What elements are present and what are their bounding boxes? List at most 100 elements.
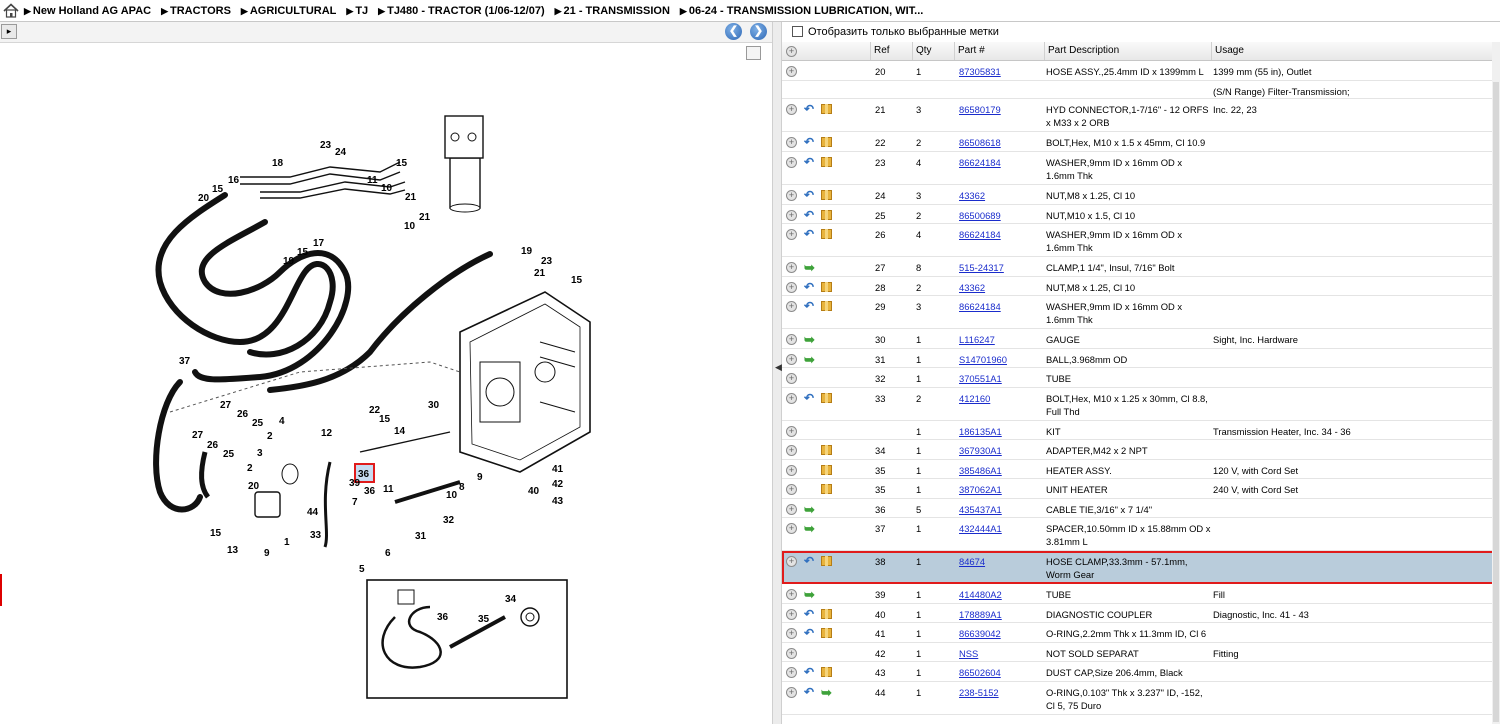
add-to-cart-icon[interactable]: +: [786, 190, 797, 201]
package-icon[interactable]: [821, 190, 832, 200]
package-icon[interactable]: [821, 609, 832, 619]
package-icon[interactable]: [821, 137, 832, 147]
package-icon[interactable]: [821, 465, 832, 475]
breadcrumb-item[interactable]: ▶TRACTORS: [161, 5, 231, 17]
callout-label[interactable]: 1: [284, 537, 290, 548]
callout-label[interactable]: 33: [310, 530, 322, 541]
callout-label[interactable]: 21: [419, 212, 431, 223]
callout-label[interactable]: 27: [220, 400, 232, 411]
callout-label[interactable]: 43: [552, 496, 564, 507]
callout-label[interactable]: 19: [283, 256, 295, 267]
package-icon[interactable]: [821, 210, 832, 220]
part-number-link[interactable]: 412160: [959, 393, 991, 404]
callout-label[interactable]: 7: [352, 497, 358, 508]
callout-label[interactable]: 5: [359, 564, 365, 575]
vertical-scrollbar[interactable]: [1492, 42, 1500, 724]
callout-label[interactable]: 16: [228, 175, 240, 186]
add-to-cart-icon[interactable]: +: [786, 157, 797, 168]
callout-label[interactable]: 42: [552, 479, 564, 490]
replacement-icon[interactable]: ↶: [804, 102, 815, 116]
callout-label[interactable]: 41: [552, 464, 564, 475]
part-number-link[interactable]: 186135A1: [959, 426, 1002, 437]
add-to-cart-icon[interactable]: +: [786, 484, 797, 495]
add-to-cart-icon[interactable]: +: [786, 589, 797, 600]
part-number-link[interactable]: 86639042: [959, 628, 1001, 639]
part-number-link[interactable]: 370551A1: [959, 373, 1002, 384]
part-number-link[interactable]: 87305831: [959, 66, 1001, 77]
callout-label[interactable]: 15: [396, 158, 408, 169]
forward-arrow-icon[interactable]: ➥: [804, 502, 815, 517]
callout-label[interactable]: 11: [367, 175, 378, 186]
package-icon[interactable]: [821, 445, 832, 455]
breadcrumb-item[interactable]: ▶New Holland AG APAC: [24, 5, 151, 17]
package-icon[interactable]: [821, 556, 832, 566]
part-number-link[interactable]: 432444A1: [959, 523, 1002, 534]
callout-label[interactable]: 15: [297, 247, 309, 258]
replacement-icon[interactable]: ↶: [804, 135, 815, 149]
add-to-cart-icon[interactable]: +: [786, 334, 797, 345]
package-icon[interactable]: [821, 628, 832, 638]
part-number-link[interactable]: 515-24317: [959, 262, 1004, 273]
part-number-link[interactable]: 86580179: [959, 104, 1001, 115]
callout-label[interactable]: 20: [198, 193, 210, 204]
callout-label[interactable]: 2: [247, 463, 253, 474]
forward-arrow-icon[interactable]: ➥: [804, 260, 815, 275]
column-header-usage[interactable]: Usage: [1211, 42, 1492, 60]
replacement-icon[interactable]: ↶: [804, 665, 815, 679]
maximize-button[interactable]: [746, 46, 761, 60]
add-to-cart-icon[interactable]: +: [786, 104, 797, 115]
callout-label[interactable]: 36: [437, 612, 449, 623]
show-selected-only-label[interactable]: Отобразить только выбранные метки: [808, 26, 999, 38]
callout-label[interactable]: 2: [267, 431, 273, 442]
add-to-cart-icon[interactable]: +: [786, 354, 797, 365]
exploded-parts-diagram[interactable]: 2324181516201115102110211915171923211537…: [0, 42, 772, 724]
forward-arrow-icon[interactable]: ➥: [804, 521, 815, 536]
add-to-cart-icon[interactable]: +: [786, 301, 797, 312]
package-icon[interactable]: [821, 104, 832, 114]
add-to-cart-icon[interactable]: +: [786, 373, 797, 384]
callout-label[interactable]: 23: [320, 140, 332, 151]
part-number-link[interactable]: 387062A1: [959, 484, 1002, 495]
package-icon[interactable]: [821, 667, 832, 677]
breadcrumb-item[interactable]: ▶AGRICULTURAL: [241, 5, 336, 17]
column-header-description[interactable]: Part Description: [1044, 42, 1211, 60]
replacement-icon[interactable]: ↶: [804, 626, 815, 640]
callout-label[interactable]: 44: [307, 507, 319, 518]
add-to-cart-icon[interactable]: +: [786, 465, 797, 476]
callout-label[interactable]: 9: [264, 548, 270, 559]
table-row[interactable]: (S/N Range) Filter-Transmission;: [782, 81, 1500, 99]
callout-label[interactable]: 18: [272, 158, 284, 169]
part-number-link[interactable]: 43362: [959, 190, 986, 201]
package-icon[interactable]: [821, 229, 832, 239]
callout-label[interactable]: 4: [279, 416, 285, 427]
part-number-link[interactable]: 84674: [959, 556, 986, 567]
replacement-icon[interactable]: ↶: [804, 208, 815, 222]
add-to-cart-icon[interactable]: +: [786, 262, 797, 273]
part-number-link[interactable]: 86624184: [959, 229, 1001, 240]
replacement-icon[interactable]: ↶: [804, 391, 815, 405]
callout-label[interactable]: 26: [207, 440, 219, 451]
add-to-cart-icon[interactable]: +: [786, 667, 797, 678]
package-icon[interactable]: [821, 282, 832, 292]
collapse-arrow-icon[interactable]: ◀: [775, 362, 782, 372]
add-to-cart-icon[interactable]: +: [786, 210, 797, 221]
callout-label[interactable]: 40: [528, 486, 540, 497]
replacement-icon[interactable]: ↶: [804, 155, 815, 169]
replacement-icon[interactable]: ↶: [804, 227, 815, 241]
